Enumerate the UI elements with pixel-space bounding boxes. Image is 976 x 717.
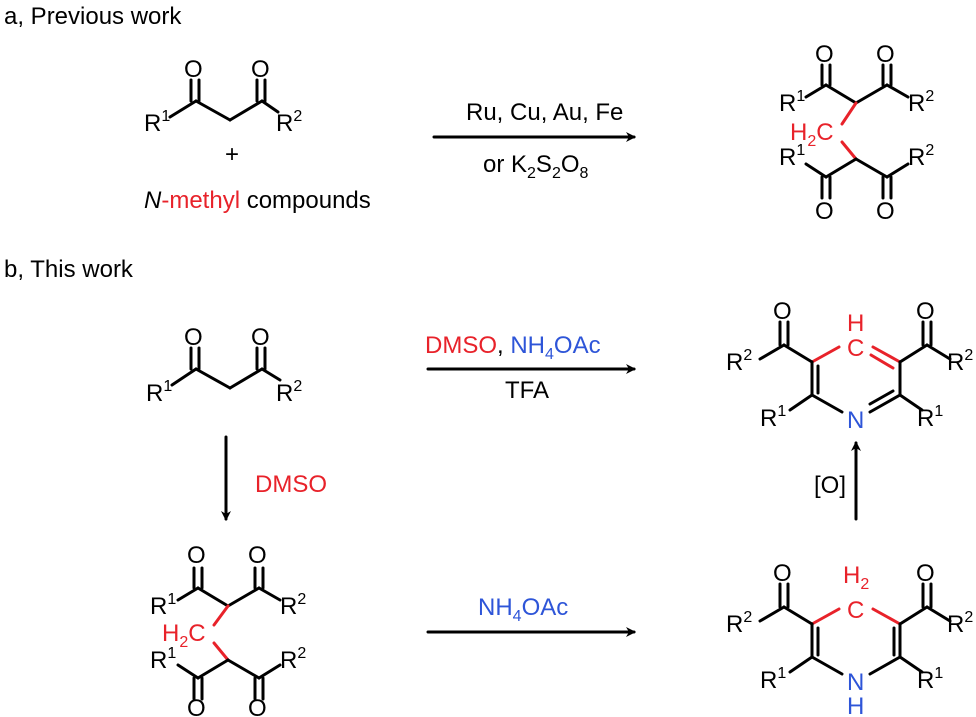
section-a-reactant: O O R1 R2: [144, 56, 302, 137]
section-a-label: a, Previous work: [4, 3, 182, 30]
pyridine-r1-left: R1: [760, 403, 786, 432]
dihydropyridine-c: C: [847, 597, 864, 624]
dihydropyridine-o-left: O: [773, 560, 792, 587]
section-b-up-arrow-label: [O]: [814, 472, 846, 499]
pyridine-c: C: [847, 335, 864, 362]
dihydropyridine-r2-left: R2: [726, 609, 752, 638]
pyridine-o-right: O: [916, 298, 935, 325]
pyridine-n: N: [847, 407, 864, 434]
pyridine-r1-right: R1: [917, 403, 943, 432]
pyridine-r2-left: R2: [726, 347, 752, 376]
section-b-label: b, This work: [4, 256, 134, 283]
dimer-o-tr: O: [248, 542, 267, 569]
a-product-o-tl: O: [815, 41, 834, 68]
section-b-dihydropyridine: H2 C N H O O R2 R2 R1 R1: [726, 560, 973, 717]
dihydropyridine-n: N: [847, 669, 864, 696]
b-reactant-o-right: O: [251, 324, 270, 351]
pyridine-h: H: [847, 310, 864, 337]
a-product-r1-bottom: R1: [779, 142, 805, 171]
dihydropyridine-nh: H: [847, 693, 864, 717]
a-product-r1-top: R1: [779, 88, 805, 117]
n-methyl-compounds: N-methyl compounds: [144, 187, 371, 214]
pyridine-r2-right: R2: [947, 347, 973, 376]
dimer-r2-top: R2: [280, 591, 306, 620]
dimer-r2-bottom: R2: [280, 645, 306, 674]
section-b-dimer: O O O O R1 R2 R1 R2 H2C: [150, 542, 306, 717]
section-a-conditions-top: Ru, Cu, Au, Fe: [466, 99, 623, 126]
section-b-top-arrow-reagents: DMSO, NH4OAc: [425, 332, 601, 363]
a-reactant-r2: R2: [276, 108, 302, 137]
a-reactant-o-left: O: [184, 56, 203, 83]
plus-sign: +: [225, 141, 239, 168]
a-product-h2c: H2C: [790, 119, 834, 150]
dihydropyridine-r2-right: R2: [947, 609, 973, 638]
section-b-bottom-arrow-reagent: NH4OAc: [478, 594, 568, 625]
dimer-r1-bottom: R1: [150, 645, 176, 674]
dimer-o-br: O: [248, 695, 267, 717]
section-b-pyridine: H C N O O R2 R2 R1 R1: [726, 298, 973, 434]
a-product-o-br: O: [876, 198, 895, 225]
section-a-product: O O O O R1 R2 R1 R2 H2C: [779, 41, 934, 225]
b-reactant-r2: R2: [276, 378, 302, 407]
dihydropyridine-o-right: O: [916, 560, 935, 587]
pyridine-o-left: O: [773, 298, 792, 325]
dihydropyridine-h2: H2: [843, 562, 869, 593]
a-product-o-tr: O: [876, 41, 895, 68]
dimer-h2c: H2C: [162, 620, 206, 651]
section-b-reactant: O O R1 R2: [146, 324, 302, 407]
section-b-down-arrow-label: DMSO: [255, 471, 327, 498]
section-b-top-arrow-tfa: TFA: [505, 377, 549, 404]
section-a-conditions-bottom: or K2S2O8: [483, 151, 589, 182]
b-reactant-o-left: O: [184, 324, 203, 351]
a-product-o-bl: O: [815, 198, 834, 225]
dimer-o-tl: O: [187, 542, 206, 569]
b-reactant-r1: R1: [146, 378, 172, 407]
a-reactant-r1: R1: [144, 108, 170, 137]
a-reactant-o-right: O: [251, 56, 270, 83]
dimer-r1-top: R1: [150, 591, 176, 620]
a-product-r2-bottom: R2: [908, 142, 934, 171]
a-product-r2-top: R2: [908, 88, 934, 117]
dihydropyridine-r1-left: R1: [760, 665, 786, 694]
dimer-o-bl: O: [187, 695, 206, 717]
dihydropyridine-r1-right: R1: [917, 665, 943, 694]
